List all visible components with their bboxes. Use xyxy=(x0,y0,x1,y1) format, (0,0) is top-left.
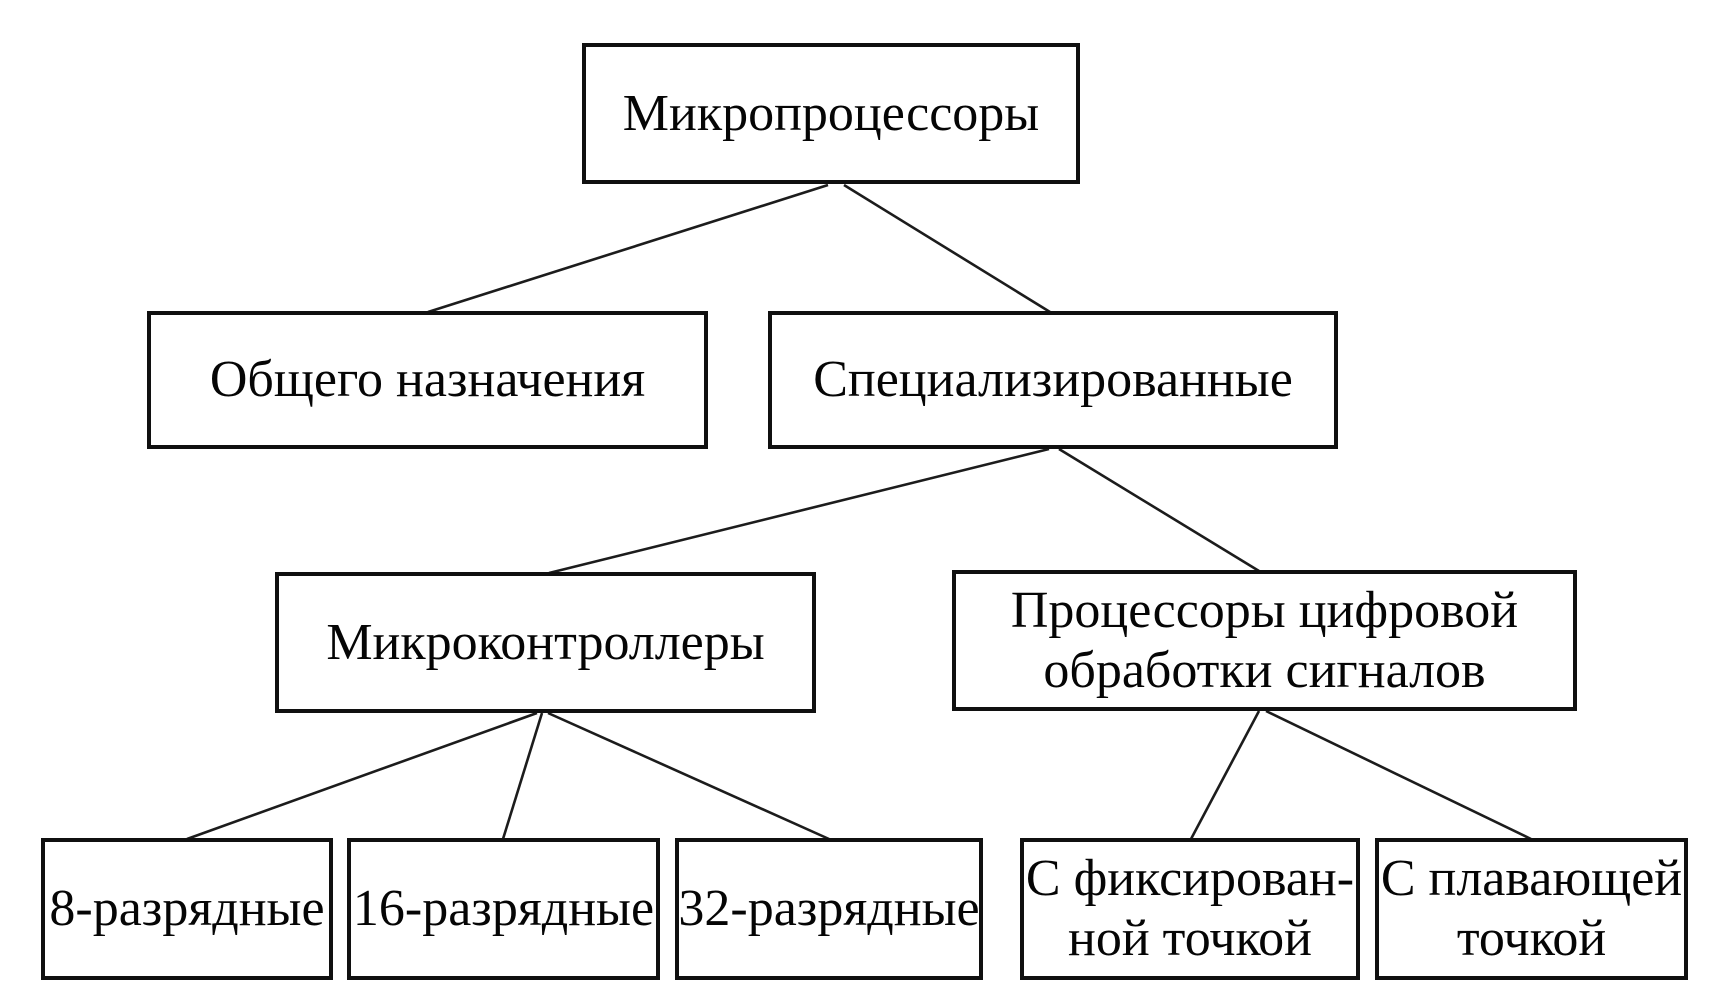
node-microcontrollers: Микроконтроллеры xyxy=(275,572,816,713)
node-fixed-point-label-line2: ной точкой xyxy=(1068,910,1312,967)
edge-dsp-fixed xyxy=(1189,710,1261,840)
node-general-purpose: Общего назначения xyxy=(147,311,708,449)
edge-root-general xyxy=(427,183,829,314)
node-microcontrollers-label: Микроконтроллеры xyxy=(326,613,765,671)
edge-mcu-bit32 xyxy=(547,711,830,841)
node-fixed-point-label-line1: С фиксирован- xyxy=(1025,850,1355,908)
edge-special-dsp xyxy=(1058,447,1260,573)
node-16bit: 16-разрядные xyxy=(347,838,660,980)
node-8bit-label: 8-разрядные xyxy=(49,880,325,938)
node-floating-point: С плавающей точкой xyxy=(1375,838,1688,980)
edge-mcu-bit8 xyxy=(186,711,538,841)
node-dsp-label-line1: Процессоры цифровой xyxy=(1010,581,1519,639)
edge-mcu-bit16 xyxy=(501,712,544,840)
node-specialized: Специализированные xyxy=(768,311,1338,449)
node-floating-point-label-line2: точкой xyxy=(1456,910,1607,967)
node-32bit: 32-разрядные xyxy=(675,838,983,980)
node-dsp: Процессоры цифровой обработки сигналов xyxy=(952,570,1577,711)
node-microprocessors-label: Микропроцессоры xyxy=(622,84,1040,142)
edge-dsp-float xyxy=(1265,709,1532,841)
node-floating-point-label-line1: С плавающей xyxy=(1380,850,1683,908)
node-32bit-label: 32-разрядные xyxy=(678,880,980,938)
node-16bit-label: 16-разрядные xyxy=(352,880,655,938)
node-dsp-label-line2: обработки сигналов xyxy=(1043,641,1486,699)
node-8bit: 8-разрядные xyxy=(41,838,333,980)
edge-root-special xyxy=(843,183,1051,314)
edge-special-mcu xyxy=(548,447,1050,575)
node-general-purpose-label: Общего назначения xyxy=(209,351,646,409)
node-microprocessors: Микропроцессоры xyxy=(582,43,1080,184)
node-specialized-label: Специализированные xyxy=(813,351,1293,409)
node-fixed-point: С фиксирован- ной точкой xyxy=(1020,838,1360,980)
